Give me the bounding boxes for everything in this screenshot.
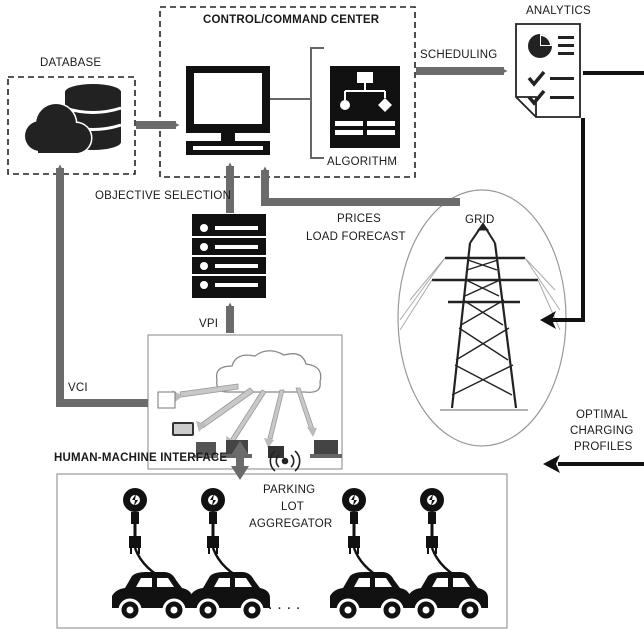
electric-car-icon	[112, 572, 192, 622]
charging-station-icon	[201, 488, 249, 584]
grid-label: GRID	[465, 214, 495, 226]
cloud-network-icon	[157, 350, 342, 458]
scheduling-label: SCHEDULING	[420, 49, 498, 61]
ellipsis-label: . . . .	[268, 596, 301, 613]
black-arrows	[552, 71, 644, 466]
charging-station-icon	[342, 488, 390, 584]
aggregator-label: AGGREGATOR	[249, 518, 333, 530]
parking-label: PARKING	[263, 484, 316, 496]
database-label: DATABASE	[40, 57, 102, 69]
database-box	[7, 76, 136, 175]
objective-selection-label: OBJECTIVE SELECTION	[95, 190, 232, 202]
analytics-report-icon	[515, 23, 581, 118]
control-center-label: CONTROL/COMMAND CENTER	[203, 14, 380, 26]
wireless-signal-icon	[269, 450, 301, 472]
gray-arrows	[56, 67, 508, 407]
vpi-label: VPI	[199, 318, 219, 330]
control-center-box	[159, 6, 416, 178]
electric-car-icon	[190, 572, 270, 622]
hmi-double-arrow	[231, 441, 249, 480]
electric-cars	[112, 572, 488, 622]
computer-monitor-icon	[186, 66, 270, 155]
cloud-database-icon	[23, 84, 122, 155]
prices-label: PRICES	[337, 213, 382, 225]
power-pylon-icon	[399, 222, 561, 411]
server-rack-icon	[192, 214, 266, 298]
vci-label: VCI	[68, 382, 88, 394]
hmi-label: HUMAN-MACHINE INTERFACE	[54, 452, 228, 464]
electric-car-icon	[408, 572, 488, 622]
charging-label: CHARGING	[570, 425, 634, 437]
flowchart-algorithm-icon	[330, 66, 400, 148]
analytics-label: ANALYTICS	[526, 5, 591, 17]
profiles-label: PROFILES	[574, 441, 633, 453]
load-forecast-label: LOAD FORECAST	[306, 231, 406, 243]
charging-station-icon	[420, 488, 468, 584]
lot-label: LOT	[281, 501, 304, 513]
algorithm-label: ALGORITHM	[327, 156, 398, 168]
optimal-label: OPTIMAL	[576, 409, 628, 421]
electric-car-icon	[330, 572, 410, 622]
charging-stations	[123, 488, 468, 584]
